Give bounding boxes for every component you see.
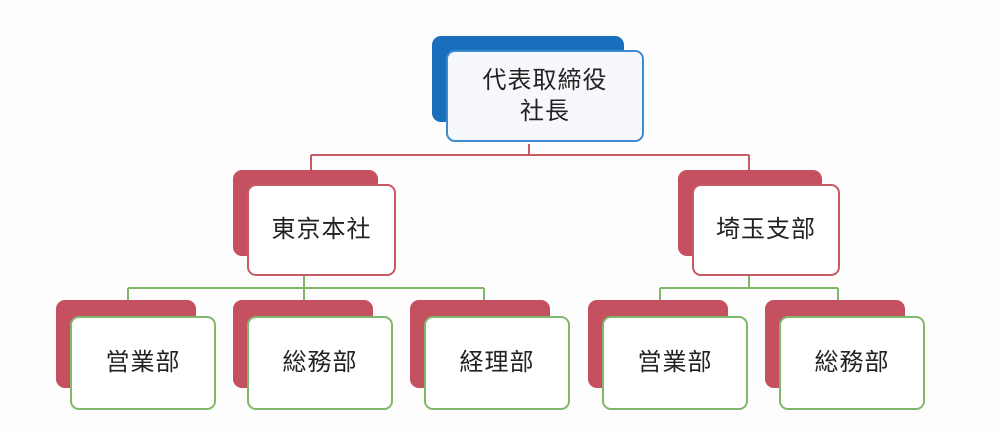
node-saitama-general-affairs: 総務部 <box>765 300 925 410</box>
node-tokyo-hq-label: 東京本社 <box>247 184 396 276</box>
node-ceo-label: 代表取締役 社長 <box>446 50 644 142</box>
node-saitama-branch-label: 埼玉支部 <box>692 184 840 276</box>
node-tokyo-sales: 営業部 <box>56 300 216 410</box>
connector-root-branches <box>310 144 750 184</box>
connector-tokyo-departments <box>127 276 485 302</box>
node-saitama-branch: 埼玉支部 <box>678 170 840 276</box>
node-tokyo-accounting-label: 経理部 <box>424 316 570 410</box>
connector-saitama-departments <box>659 276 839 302</box>
node-saitama-general-affairs-label: 総務部 <box>779 316 925 410</box>
node-saitama-sales: 営業部 <box>588 300 748 410</box>
node-tokyo-sales-label: 営業部 <box>70 316 216 410</box>
node-tokyo-hq: 東京本社 <box>233 170 396 276</box>
node-saitama-sales-label: 営業部 <box>602 316 748 410</box>
node-tokyo-general-affairs-label: 総務部 <box>247 316 393 410</box>
node-tokyo-accounting: 経理部 <box>410 300 570 410</box>
node-ceo: 代表取締役 社長 <box>432 36 644 144</box>
node-tokyo-general-affairs: 総務部 <box>233 300 393 410</box>
